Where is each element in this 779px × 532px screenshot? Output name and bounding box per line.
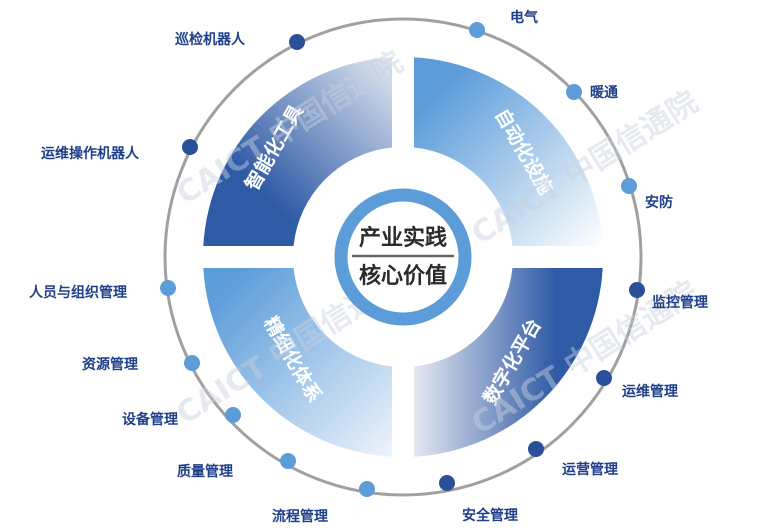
node-label: 运维操作机器人 (41, 145, 140, 162)
quadrant-br (414, 268, 603, 457)
node-label: 电气 (510, 9, 538, 26)
node-label: 流程管理 (272, 508, 328, 525)
node-dot (160, 280, 176, 296)
node-label: 运营管理 (562, 461, 618, 478)
node-label: 监控管理 (652, 294, 708, 311)
node-dot (182, 139, 198, 155)
node-label: 人员与组织管理 (29, 284, 127, 301)
node-label: 安防 (645, 194, 673, 211)
node-dot (225, 407, 241, 423)
node-dot (621, 178, 637, 194)
node-dot (359, 481, 375, 497)
node-label: 质量管理 (177, 463, 233, 480)
node-dot (566, 84, 582, 100)
node-dot (439, 475, 455, 491)
node-label: 安全管理 (462, 507, 518, 524)
node-label: 设备管理 (122, 411, 178, 428)
node-dot (184, 355, 200, 371)
node-label: 巡检机器人 (175, 31, 246, 48)
outer-ring (163, 17, 643, 497)
node-dot (289, 34, 305, 50)
center-title: 产业实践 (359, 225, 447, 251)
node-label: 资源管理 (82, 356, 138, 373)
quadrant-tl (203, 57, 392, 246)
node-label: 运维管理 (622, 383, 678, 400)
node-dot (469, 22, 485, 38)
node-label: 暖通 (590, 84, 618, 101)
node-dot (528, 441, 544, 457)
quadrant-bl (203, 268, 392, 457)
node-dot (629, 282, 645, 298)
quadrant-tr (414, 57, 603, 246)
node-dot (596, 370, 612, 386)
center-subtitle: 核心价值 (359, 263, 447, 289)
node-dot (280, 453, 296, 469)
